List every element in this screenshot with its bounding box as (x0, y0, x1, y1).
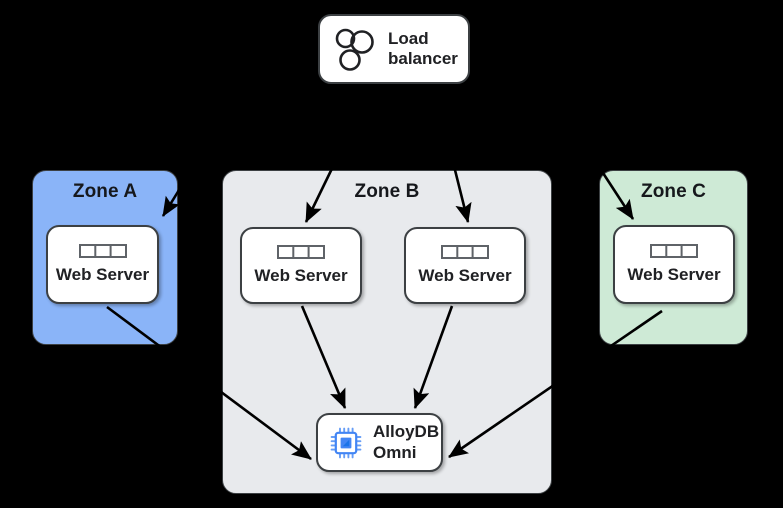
web-server-b1-node[interactable]: Web Server (240, 227, 362, 304)
web-server-c-node[interactable]: Web Server (613, 225, 735, 304)
cpu-chip-icon (330, 427, 362, 459)
load-balancer-label: Load balancer (388, 29, 458, 70)
zone-b-label: Zone B (354, 181, 420, 202)
web-server-icon (78, 244, 127, 259)
load-balancer-label-line2: balancer (388, 49, 458, 68)
alloydb-omni-node[interactable]: AlloyDB Omni (316, 413, 443, 472)
zone-a-label: Zone A (72, 181, 138, 202)
web-server-icon (277, 245, 325, 260)
alloydb-omni-label-line2: Omni (373, 442, 417, 462)
web-server-icon (650, 244, 698, 259)
alloydb-omni-label-line1: AlloyDB (373, 422, 440, 442)
web-server-icon (441, 245, 489, 260)
load-balancer-icon (334, 27, 376, 71)
web-server-b2-label: Web Server (418, 266, 512, 286)
web-server-c-label: Web Server (627, 265, 721, 285)
web-server-a-node[interactable]: Web Server (46, 225, 159, 304)
alloydb-omni-label: AlloyDB Omni (373, 422, 439, 463)
web-server-b1-label: Web Server (254, 266, 348, 286)
zone-c-label: Zone C (641, 181, 706, 202)
web-server-b2-node[interactable]: Web Server (404, 227, 526, 304)
web-server-a-label: Web Server (55, 265, 150, 285)
load-balancer-label-line1: Load (388, 28, 429, 48)
load-balancer-node[interactable]: Load balancer (318, 14, 470, 84)
